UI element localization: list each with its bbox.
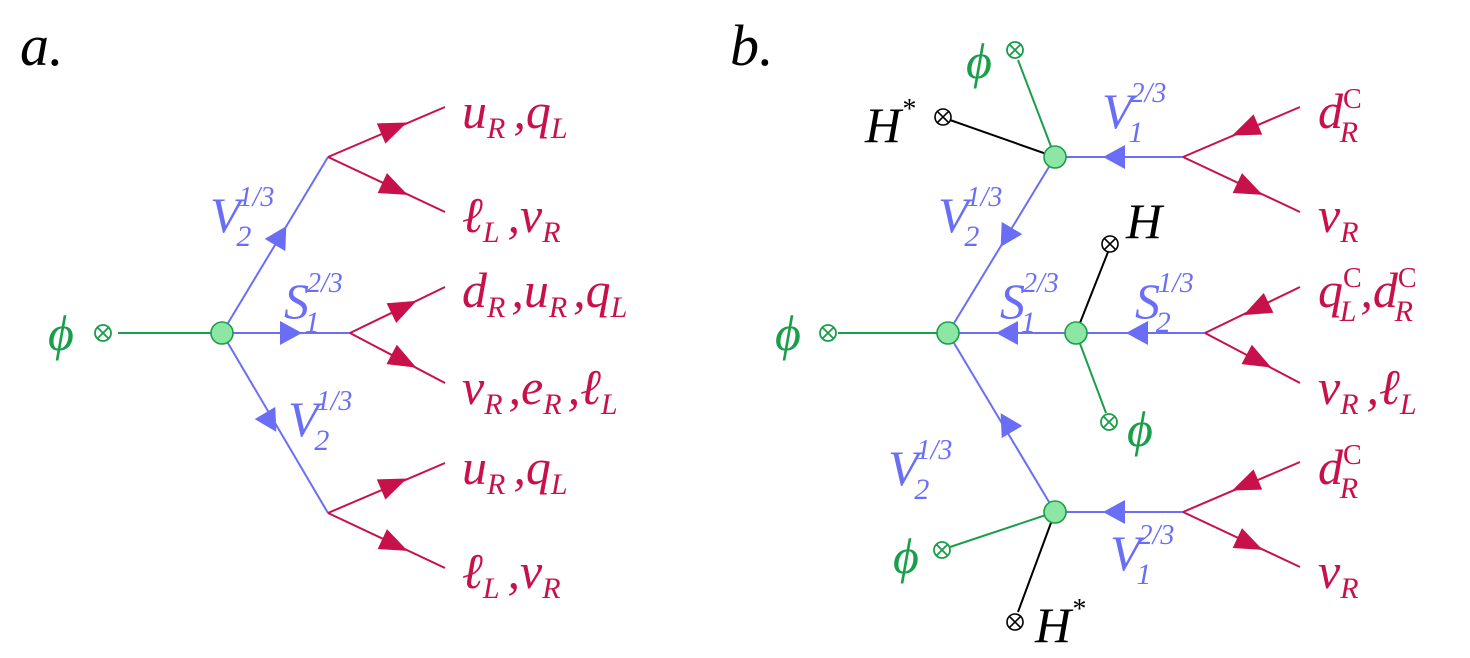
panel-a-mid-fermion-2-label: νR,eR,ℓL [462, 359, 618, 421]
panel-a-bot-fermion-1-arrowhead-icon [376, 478, 407, 500]
panel-b-lower-vector-diag-arrowhead-icon [1000, 413, 1023, 439]
panel-b-bot-fermion-2-arrowhead-icon [1232, 528, 1263, 550]
panel-b-upper-vector-diag-arrowhead-icon [1000, 221, 1023, 247]
panel-a-upper-vector-arrowhead-icon [264, 226, 287, 252]
panel-b-top-vector-arrowhead-icon [1103, 145, 1125, 169]
panel-a-middle-scalar-arrowhead-icon [280, 321, 302, 345]
panel-b-mid-higgs-insertion-icon [1101, 235, 1119, 253]
panel-b-mid-fermion-2-label: νR,ℓL [1318, 359, 1417, 421]
panel-b: b. ϕ ϕ [730, 13, 1417, 653]
panel-b-bot-vertex-circle-node-icon [1043, 500, 1067, 524]
panel-a-top-fermion-1-arrowhead-icon [376, 122, 407, 144]
panel-a-bot-fermion-2-arrowhead-icon [377, 529, 408, 551]
panel-a-mid-fermion-1-label: dR,uR,qL [462, 262, 627, 324]
panel-a-top-fermion-2-arrowhead-icon [377, 173, 408, 195]
panel-b-bot-vector-arrowhead-icon [1103, 500, 1125, 524]
panel-a-label: a. [20, 13, 64, 78]
panel-b-bot-phi-label: ϕ [893, 528, 919, 584]
panel-b-bot-fermion-2-label: νR [1318, 543, 1359, 605]
panel-a-lower-vector-arrowhead-icon [254, 406, 277, 432]
panel-b-phi-insertion-icon [819, 324, 837, 342]
panel-a-phi-insertion-icon [94, 324, 112, 342]
panel-b-bot-higgs-label: H* [1034, 594, 1085, 653]
panel-b-mid-phi-label: ϕ [1127, 401, 1153, 457]
panel-b-mid-higgs-label: H [1125, 193, 1165, 249]
panel-b-mid-phi-line [1075, 332, 1107, 414]
panel-b-phi-label: ϕ [775, 305, 801, 361]
panel-b-mid-higgs-line [1075, 251, 1109, 334]
panel-b-top-phi-label: ϕ [966, 33, 992, 89]
panel-b-bot-phi-insertion-icon [933, 541, 951, 559]
panel-b-center-vertex-circle-node-icon [936, 321, 960, 345]
panel-b-bot-fermion-1-arrowhead-icon [1232, 469, 1263, 491]
panel-b-mid-fermion-1-arrowhead-icon [1243, 292, 1274, 316]
panel-b-top-fermion-2-label: νR [1318, 187, 1359, 249]
panel-b-top-fermion-2-arrowhead-icon [1232, 173, 1263, 195]
panel-b-top-phi-line [1017, 59, 1056, 158]
panel-a-top-fermion-1-label: uR,qL [462, 83, 568, 145]
panel-b-mid-phi-insertion-icon [1100, 413, 1118, 431]
panel-a-vertex-circle-node-icon [210, 321, 234, 345]
panel-b-mid-fermion-2-arrowhead-icon [1241, 344, 1272, 368]
panel-b-top-fermion-1-arrowhead-icon [1232, 114, 1263, 136]
panel-b-top-higgs-label: H* [864, 94, 915, 153]
panel-b-top-vertex-circle-node-icon [1043, 145, 1067, 169]
panel-a-mid-fermion-1-arrowhead-icon [386, 300, 417, 324]
panel-a-bot-fermion-1-label: uR,qL [462, 439, 568, 501]
panel-b-middle-scalar-2-arrowhead-icon [1126, 321, 1148, 345]
panel-a-phi-label: ϕ [48, 305, 74, 361]
panel-a-mid-fermion-2-arrowhead-icon [386, 344, 417, 368]
panel-b-bot-phi-line [949, 511, 1056, 548]
panel-b-top-higgs-insertion-icon [934, 108, 952, 126]
panel-a-top-fermion-2-label: ℓL,νR [462, 187, 561, 249]
panel-b-mid-vertex-circle-node-icon [1064, 321, 1088, 345]
panel-b-top-higgs-line [949, 119, 1056, 158]
panel-b-top-phi-insertion-icon [1006, 41, 1024, 59]
panel-b-bot-higgs-line [1017, 511, 1056, 613]
panel-a-bot-fermion-2-label: ℓL,νR [462, 543, 561, 605]
panel-b-bot-higgs-insertion-icon [1006, 613, 1024, 631]
panel-b-middle-scalar-1-arrowhead-icon [996, 321, 1018, 345]
panel-b-label: b. [730, 13, 774, 78]
